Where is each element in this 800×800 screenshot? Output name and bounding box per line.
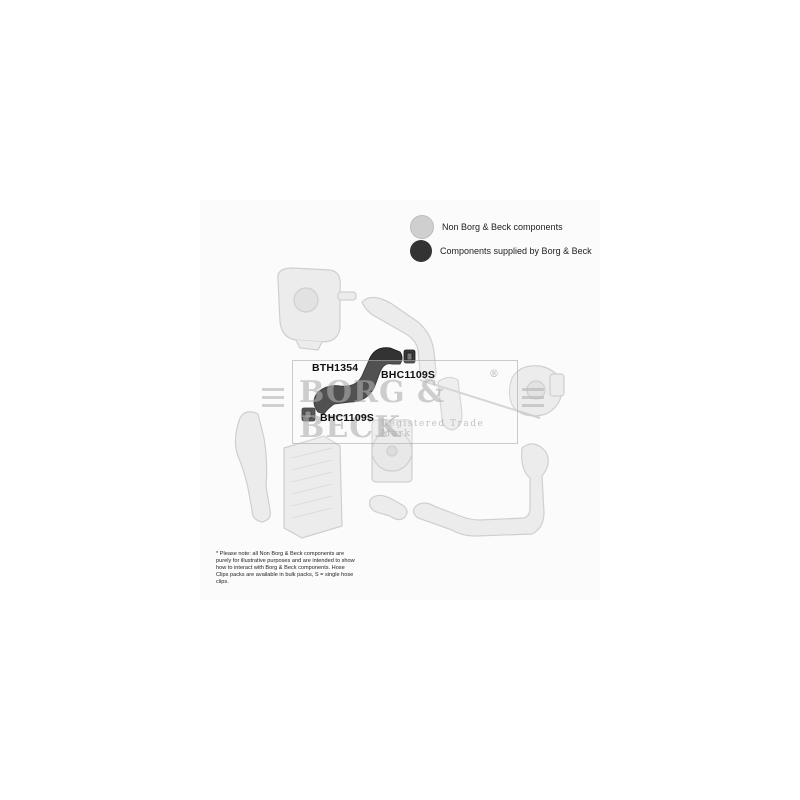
- left-duct-component: [234, 411, 271, 523]
- watermark-registered-mark: ®: [489, 369, 499, 380]
- lower-pipe-component: [412, 443, 549, 537]
- legend-label-supplied: Components supplied by Borg & Beck: [440, 246, 592, 256]
- legend-swatch-light: [410, 215, 434, 239]
- watermark-tagline: Registered Trade Mark: [381, 419, 485, 439]
- disclaimer-note: * Please note: all Non Borg & Beck compo…: [216, 551, 355, 585]
- intercooler-component: [283, 435, 343, 539]
- radiator-fan-component: [371, 419, 413, 483]
- watermark-bars-left: [262, 388, 284, 414]
- legend-label-non-supplied: Non Borg & Beck components: [442, 222, 563, 232]
- watermark-brand: BORG & BECK: [299, 375, 446, 445]
- label-bth1354: BTH1354: [312, 362, 359, 374]
- return-pipe-component: [419, 379, 541, 419]
- brand-watermark: BORG & BECK ® Registered Trade Mark: [292, 360, 518, 445]
- legend-item-non-supplied: Non Borg & Beck components: [410, 215, 563, 239]
- legend-swatch-dark: [410, 240, 432, 262]
- label-bhc1109s-lower: BHC1109S: [320, 412, 375, 424]
- legend-item-supplied: Components supplied by Borg & Beck: [410, 240, 592, 262]
- intake-pipe-component: [361, 296, 437, 381]
- supplied-hose-bth1354: [313, 347, 403, 415]
- clip-lower-bhc1109s: [301, 407, 316, 422]
- label-bhc1109s-upper: BHC1109S: [381, 369, 436, 381]
- short-hose-component: [369, 494, 408, 521]
- turbo-housing-component: [277, 267, 357, 351]
- throttle-body-component: [508, 365, 565, 417]
- watermark-bars-right: [522, 388, 544, 414]
